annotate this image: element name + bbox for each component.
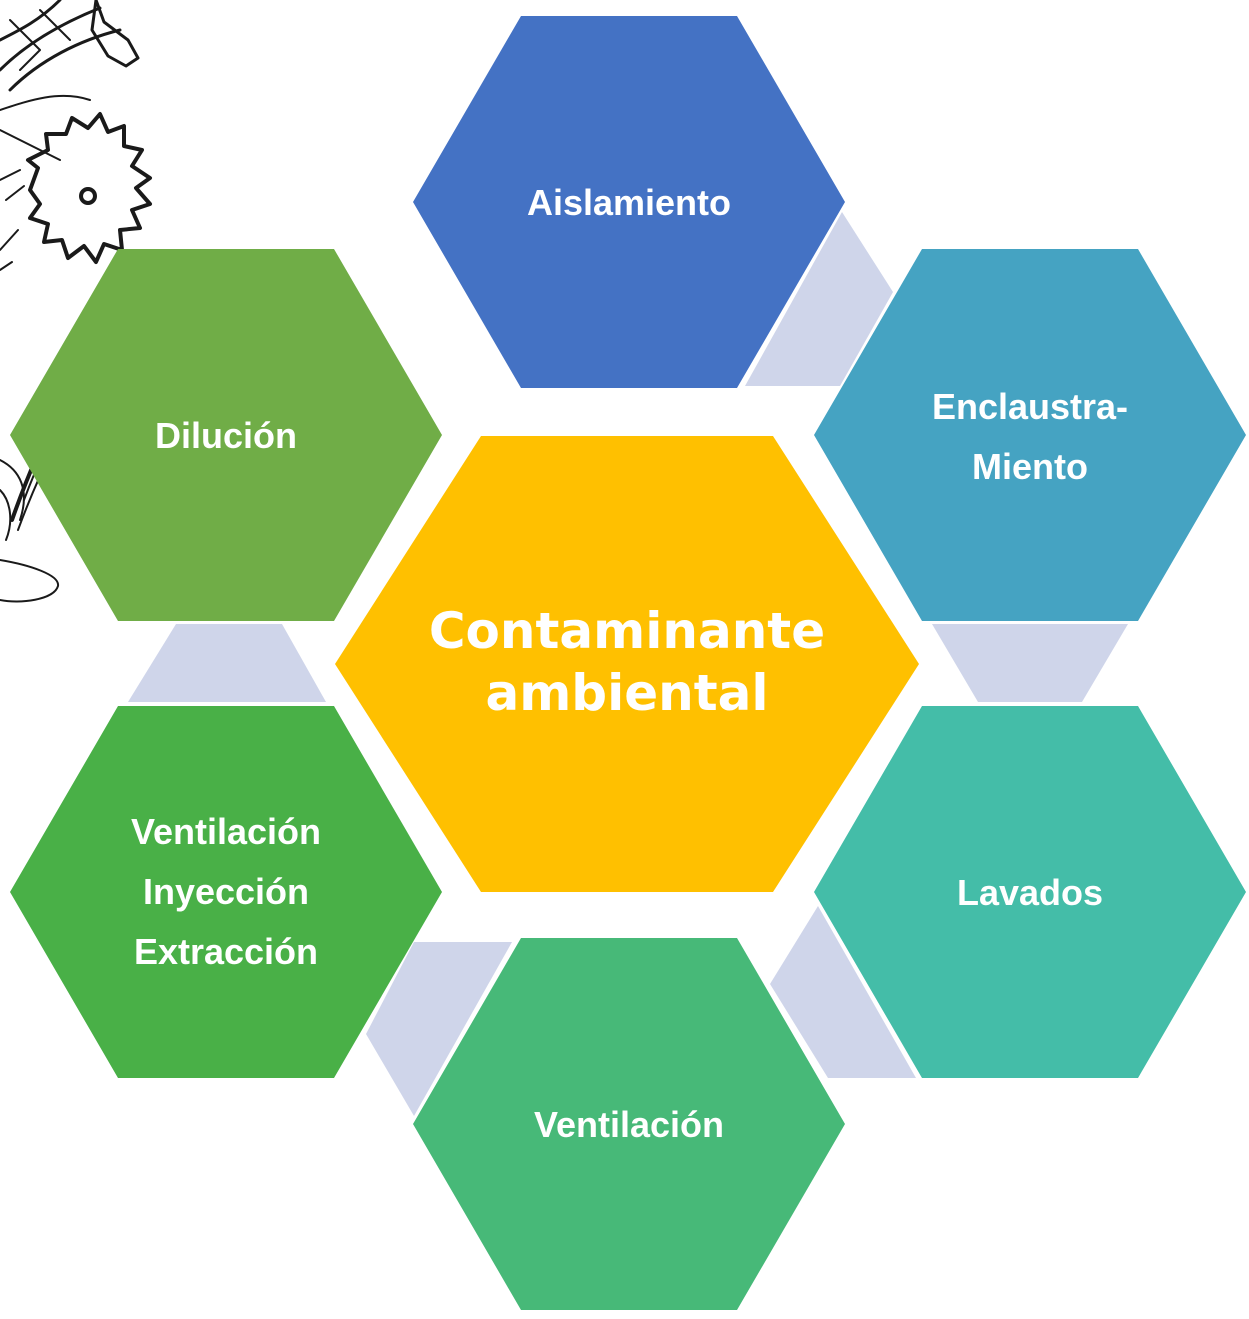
hexagon-ventilacion: Ventilación	[413, 938, 845, 1310]
hexagon-shape	[335, 436, 919, 892]
hexagon-label-line: Ventilación	[131, 811, 321, 852]
connector-band	[366, 942, 512, 1116]
hexagon-label-line: Enclaustra-	[932, 386, 1128, 427]
hexagon-label-line: Extracción	[134, 931, 318, 972]
hexagon-shape	[413, 16, 845, 388]
hexagon-shape	[814, 706, 1246, 1078]
hexagon-shape	[814, 249, 1246, 621]
connector-bands	[128, 212, 1128, 1116]
hexagon-label-line: Contaminante	[429, 602, 825, 660]
connector-band	[770, 906, 916, 1078]
hexagon-shape	[413, 938, 845, 1310]
hexagon-enclaustramiento: Enclaustra- Miento	[814, 249, 1246, 621]
connector-band	[932, 624, 1128, 702]
hexagon-dilucion: Dilución	[10, 249, 442, 621]
hexagon-label-line: Ventilación	[534, 1104, 724, 1145]
hexagon-label-line: Aislamiento	[527, 182, 731, 223]
hexagon-label-line: Lavados	[957, 872, 1103, 913]
hexagon-lavados: Lavados	[814, 706, 1246, 1078]
connector-band	[128, 624, 326, 702]
hexagon-group: AislamientoEnclaustra-MientoLavadosVenti…	[10, 16, 1246, 1310]
hexagon-aislamiento: Aislamiento	[413, 16, 845, 388]
saw-blade-icon	[26, 112, 152, 264]
hexagon-shape	[10, 249, 442, 621]
hexagon-shape	[10, 706, 442, 1078]
hexagon-label-line: Miento	[972, 446, 1088, 487]
hexagon-label-line: ambiental	[485, 664, 768, 722]
connector-band	[745, 212, 893, 386]
hexagon-label-line: Dilución	[155, 415, 297, 456]
hexagon-label-line: Inyección	[143, 871, 309, 912]
